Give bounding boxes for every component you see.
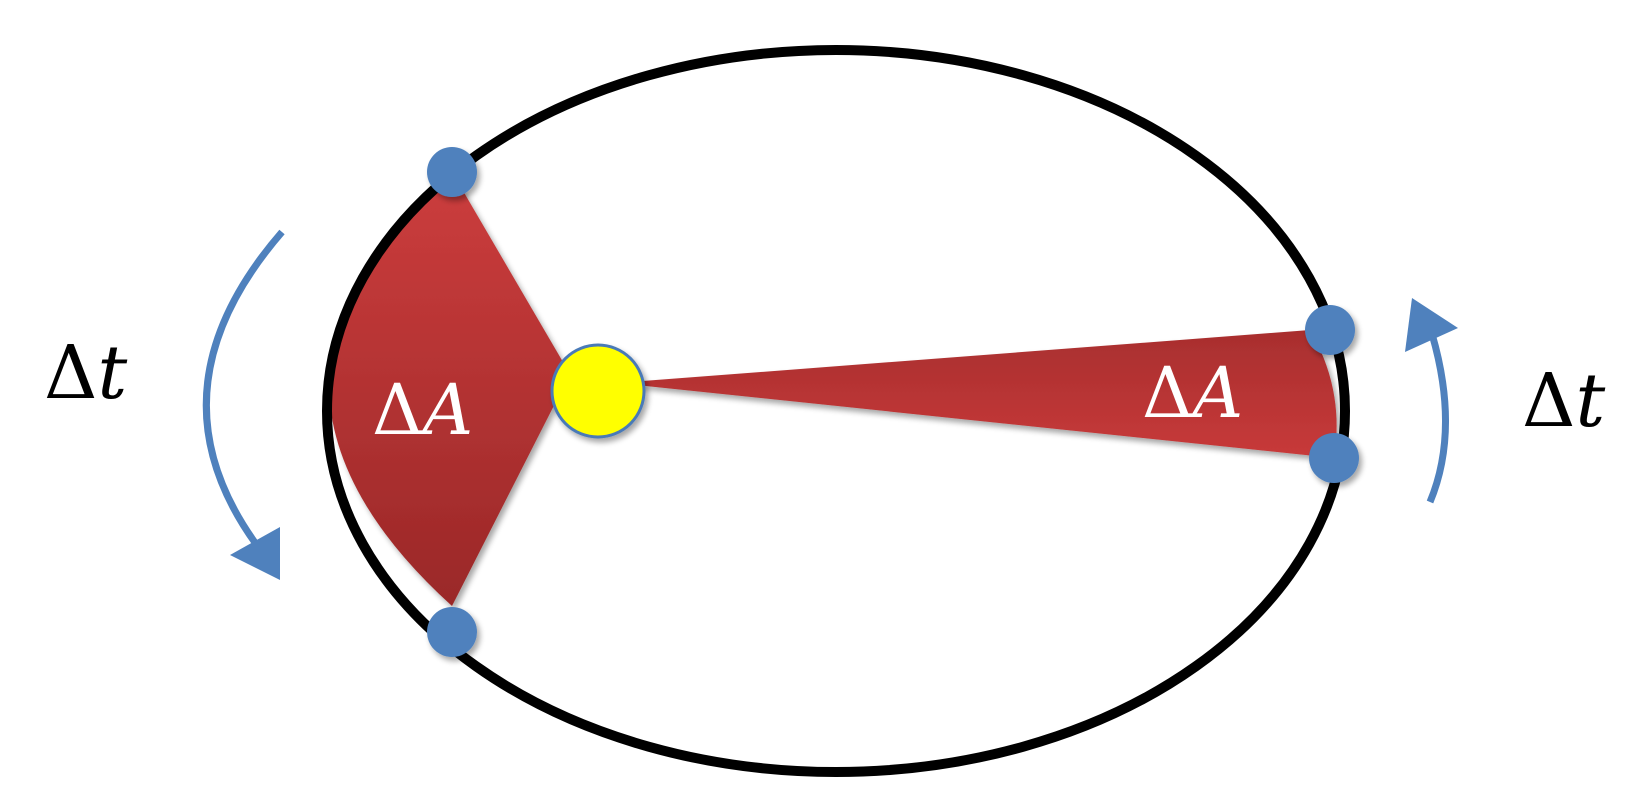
- planet-icon: [427, 147, 477, 197]
- curved-arrow-icon: [202, 229, 285, 580]
- planet-icon: [1309, 433, 1359, 483]
- sun-icon: [550, 343, 646, 439]
- area-sector-right: [617, 330, 1337, 458]
- time-variable: t: [97, 330, 127, 416]
- area-label-left: ΔA: [372, 369, 473, 451]
- area-variable: A: [1187, 352, 1244, 434]
- area-label-right: ΔA: [1142, 352, 1243, 434]
- time-variable: t: [1575, 358, 1605, 444]
- area-variable: A: [417, 369, 474, 451]
- delta-symbol: Δ: [1142, 352, 1193, 434]
- time-label-right: Δt: [1522, 358, 1605, 444]
- curved-arrow-icon: [1405, 298, 1458, 504]
- delta-symbol: Δ: [1522, 358, 1575, 444]
- planet-icon: [1305, 305, 1355, 355]
- area-sector-left: [329, 172, 570, 606]
- time-label-left: Δt: [44, 330, 127, 416]
- orbit-ellipse: [322, 45, 1350, 777]
- planet-icon: [427, 607, 477, 657]
- delta-symbol: Δ: [44, 330, 97, 416]
- delta-symbol: Δ: [372, 369, 423, 451]
